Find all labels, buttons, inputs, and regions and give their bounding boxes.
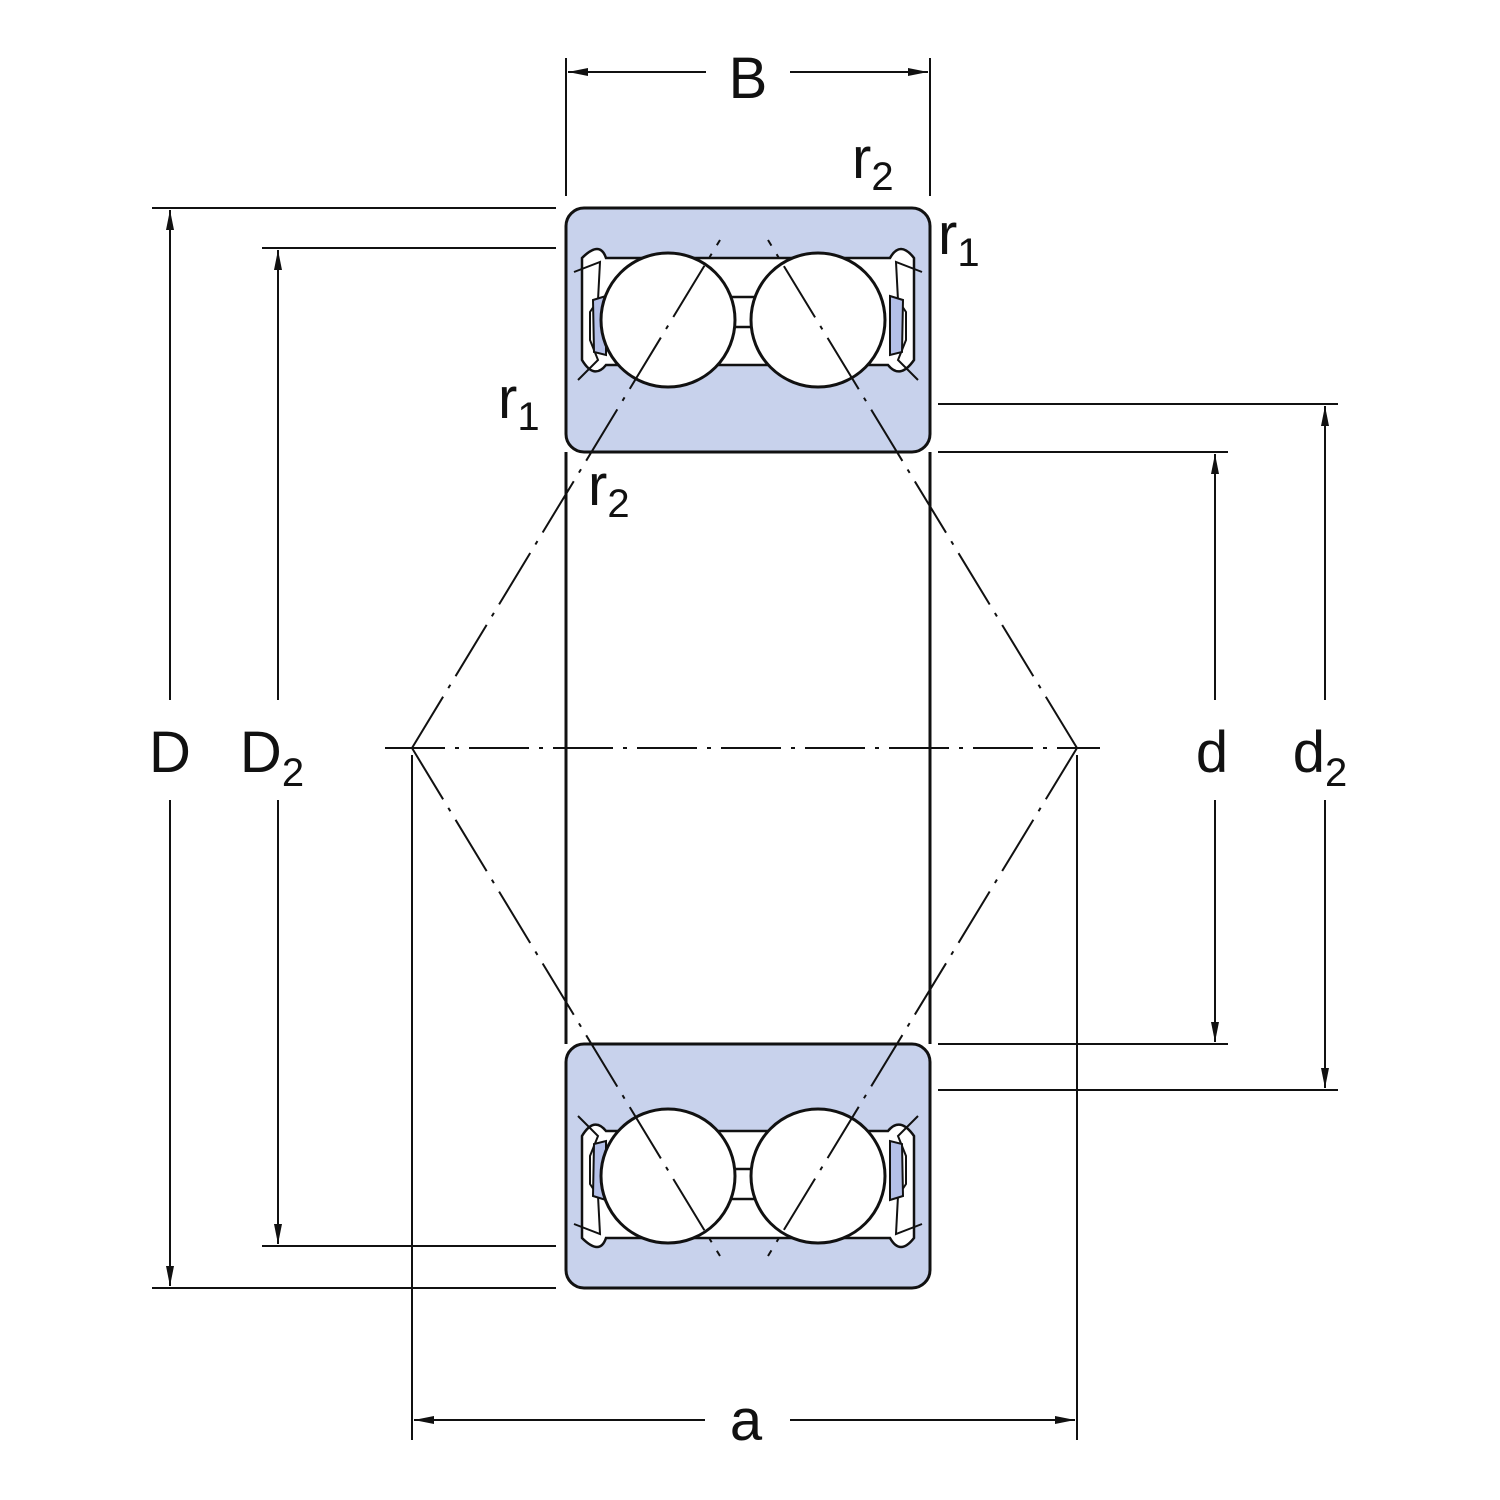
label-a: a — [730, 1388, 763, 1453]
dimension-B: B — [565, 46, 931, 196]
svg-text:r1: r1 — [498, 366, 540, 439]
dimension-d: d — [938, 451, 1228, 1045]
svg-text:r2: r2 — [852, 126, 894, 199]
label-r1-inner: r — [498, 366, 517, 431]
svg-text:r2: r2 — [588, 453, 630, 526]
dimension-D2: D2 — [240, 247, 556, 1247]
label-r1-top: r — [938, 202, 957, 267]
label-D2: D — [240, 720, 282, 785]
svg-text:r1: r1 — [938, 202, 980, 275]
label-d2-sub: 2 — [1325, 751, 1347, 795]
dimension-d2: d2 — [938, 403, 1348, 1091]
contact-line — [411, 239, 721, 749]
label-r2-top-sub: 2 — [871, 155, 893, 199]
label-r1-inner-sub: 1 — [517, 395, 539, 439]
contact-line — [767, 239, 1078, 749]
label-D2-sub: 2 — [282, 751, 304, 795]
contact-line — [767, 747, 1078, 1257]
label-r2-top: r — [852, 126, 871, 191]
label-r2-inner: r — [588, 453, 607, 518]
contact-line — [411, 747, 721, 1257]
label-d2: d — [1293, 720, 1325, 785]
label-D: D — [149, 720, 191, 785]
label-d: d — [1196, 720, 1228, 785]
dimension-D: D — [149, 207, 556, 1289]
label-B: B — [729, 46, 768, 111]
svg-text:D2: D2 — [240, 720, 304, 795]
label-r2-inner-sub: 2 — [607, 482, 629, 526]
dimension-a: a — [411, 755, 1078, 1453]
label-r1-top-sub: 1 — [957, 231, 979, 275]
svg-text:d2: d2 — [1293, 720, 1348, 795]
